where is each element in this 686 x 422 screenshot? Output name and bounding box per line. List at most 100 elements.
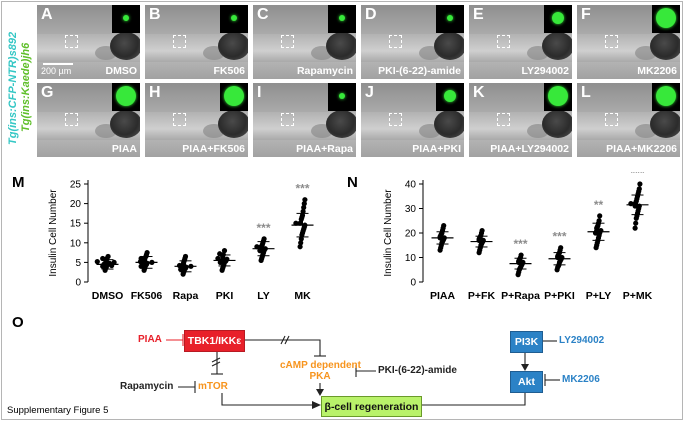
mtor-label: mTOR (198, 381, 228, 392)
panel-letter: F (581, 6, 591, 23)
panel-letter: H (149, 84, 161, 101)
data-point (597, 213, 603, 219)
pki-label: PKI-(6-22)-amide (378, 365, 457, 376)
x-category-label: Rapa (173, 290, 199, 302)
y-tick-label: 30 (405, 204, 417, 215)
data-point (558, 245, 564, 251)
larva-eye (326, 110, 356, 138)
fluorescence-inset (220, 5, 248, 33)
panel-letter: B (149, 6, 161, 23)
islet-region-box (605, 113, 618, 126)
camp-pka-label: cAMP dependent PKA (280, 360, 361, 382)
data-point (111, 259, 117, 265)
y-tick-label: 20 (70, 199, 82, 210)
islet-region-box (389, 113, 402, 126)
fluorescence-inset (328, 83, 356, 111)
data-point (302, 197, 308, 203)
panel-letter: E (473, 6, 484, 23)
ly294002-label: LY294002 (559, 335, 605, 346)
x-category-label: P+Rapa (501, 290, 540, 302)
data-point (632, 225, 638, 231)
larva-eye (218, 110, 248, 138)
panel-condition: Rapamycin (296, 65, 353, 77)
islet-region-box (605, 35, 618, 48)
islet-region-box (281, 35, 294, 48)
significance-marker: ** (594, 198, 604, 212)
data-point (182, 253, 189, 260)
diagram-letter-o: O (12, 314, 24, 331)
panel-letter: G (41, 84, 54, 101)
islet-fluorescence (444, 90, 456, 102)
akt-box: Akt (510, 371, 543, 393)
islet-fluorescence (231, 15, 237, 21)
y-tick-label: 40 (405, 180, 417, 191)
islet-region-box (173, 35, 186, 48)
fluorescence-inset (436, 5, 464, 33)
data-point (138, 255, 144, 262)
islet-region-box (65, 113, 78, 126)
islet-fluorescence (552, 12, 564, 24)
islet-fluorescence (116, 86, 136, 106)
transgenic-label-line1: Tg(ins:CFP-NTR)s892 (7, 31, 19, 145)
islet-fluorescence (123, 15, 129, 21)
islet-region-box (497, 35, 510, 48)
islet-fluorescence (548, 86, 568, 106)
larva-eye (110, 32, 140, 60)
scale-bar-label: 200 µm (41, 66, 72, 76)
image-panel-b: B FK506 (145, 5, 248, 79)
data-point (441, 223, 447, 229)
panel-condition: FK506 (213, 65, 245, 77)
x-category-label: P+FK (468, 290, 496, 302)
data-point (297, 220, 303, 226)
y-tick-label: 10 (70, 238, 82, 249)
beta-cell-regeneration-label: β-cell regeneration (324, 400, 419, 413)
piaa-label: PIAA (138, 334, 162, 345)
y-tick-label: 20 (405, 229, 417, 240)
data-point (301, 204, 307, 211)
data-point (298, 240, 304, 246)
fluorescence-inset (328, 5, 356, 33)
akt-label: Akt (518, 376, 535, 388)
panel-letter: C (257, 6, 269, 23)
mk2206-label: MK2206 (562, 374, 600, 385)
y-tick-label: 15 (70, 219, 82, 230)
x-category-label: MK (294, 290, 311, 302)
data-point (100, 255, 106, 262)
data-point (637, 181, 643, 187)
figure-footer: Supplementary Figure 5 (7, 405, 109, 416)
beta-cell-regeneration-box: β-cell regeneration (321, 396, 422, 417)
tbk1-ikke-label: TBK1/IKKε (187, 335, 242, 347)
panel-letter: L (581, 84, 591, 101)
panel-condition: PIAA+LY294002 (490, 143, 569, 155)
fluorescence-inset (652, 83, 680, 111)
pi3k-box: PI3K (510, 331, 543, 353)
fluorescence-inset (220, 83, 248, 111)
y-tick-label: 0 (75, 278, 81, 289)
camp-line2: PKA (309, 371, 331, 382)
data-point (261, 236, 267, 242)
data-point (300, 208, 306, 215)
fluorescence-inset (436, 83, 464, 111)
y-tick-label: 10 (405, 253, 417, 264)
data-point (217, 251, 223, 257)
data-point (138, 263, 144, 269)
scale-bar (43, 63, 73, 65)
fluorescence-inset (652, 5, 680, 33)
panel-condition: PKI-(6-22)-amide (378, 65, 461, 77)
data-point (298, 236, 304, 242)
data-point (297, 244, 303, 250)
data-point (479, 227, 485, 234)
panel-condition: PIAA+MK2206 (606, 143, 677, 155)
panel-condition: PIAA+PKI (412, 143, 461, 155)
data-point (105, 253, 111, 260)
islet-fluorescence (339, 93, 345, 99)
y-tick-label: 5 (75, 258, 81, 269)
panel-letter: I (257, 84, 262, 101)
y-tick-label: 25 (70, 180, 82, 191)
islet-fluorescence (339, 15, 345, 21)
